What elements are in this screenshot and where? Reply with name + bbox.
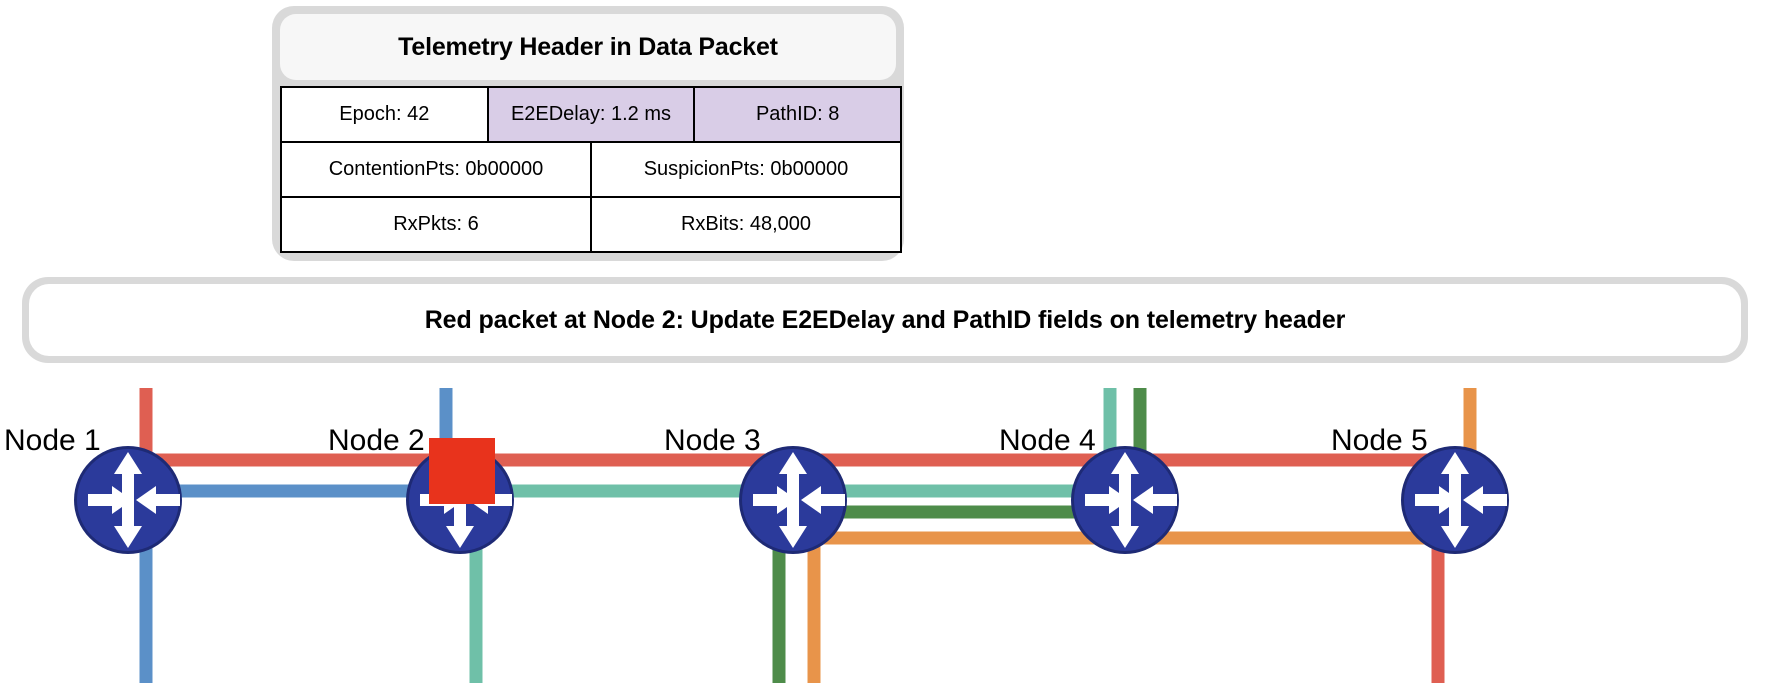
- table-row: RxPkts: 6 RxBits: 48,000: [280, 196, 903, 253]
- instruction-banner: Red packet at Node 2: Update E2EDelay an…: [22, 277, 1748, 363]
- node-3-label: Node 3: [664, 424, 761, 457]
- table-row: ContentionPts: 0b00000 SuspicionPts: 0b0…: [280, 141, 903, 198]
- node-1[interactable]: [74, 446, 182, 554]
- node-4-label: Node 4: [999, 424, 1096, 457]
- arrow-left-icon: [136, 486, 180, 514]
- table-row: Epoch: 42 E2EDelay: 1.2 ms PathID: 8: [280, 86, 902, 143]
- node-labels-group: Node 1 Node 2 Node 3 Node 4 Node 5: [4, 424, 1428, 457]
- arrow-updown-icon: [1441, 452, 1469, 548]
- instruction-text: Red packet at Node 2: Update E2EDelay an…: [424, 305, 1346, 334]
- instruction-banner-inner: Red packet at Node 2: Update E2EDelay an…: [29, 284, 1741, 356]
- cell-contention-pts: ContentionPts: 0b00000: [280, 141, 592, 198]
- page-title: Telemetry Header in Data Packet: [398, 32, 778, 61]
- arrow-updown-icon: [1111, 452, 1139, 548]
- cell-suspicion-pts: SuspicionPts: 0b00000: [589, 141, 903, 198]
- arrow-left-icon: [801, 486, 845, 514]
- telemetry-header-table: Epoch: 42 E2EDelay: 1.2 ms PathID: 8 Con…: [280, 86, 903, 253]
- node-3[interactable]: [739, 446, 847, 554]
- network-topology-diagram: Node 1 Node 2 Node 3 Node 4 Node 5: [0, 388, 1770, 683]
- arrow-left-icon: [1133, 486, 1177, 514]
- cell-rx-pkts: RxPkts: 6: [280, 196, 592, 253]
- arrow-updown-icon: [779, 452, 807, 548]
- telemetry-header-card: Telemetry Header in Data Packet Epoch: 4…: [272, 6, 904, 261]
- node-5[interactable]: [1401, 446, 1509, 554]
- cell-pathid: PathID: 8: [693, 86, 902, 143]
- node-5-label: Node 5: [1331, 424, 1428, 457]
- cell-e2edelay: E2EDelay: 1.2 ms: [486, 86, 696, 143]
- arrow-updown-icon: [114, 452, 142, 548]
- telemetry-card-title-bar: Telemetry Header in Data Packet: [280, 14, 896, 80]
- cell-epoch: Epoch: 42: [280, 86, 489, 143]
- node-1-label: Node 1: [4, 424, 101, 457]
- red-packet-marker[interactable]: [429, 438, 495, 504]
- cell-rx-bits: RxBits: 48,000: [589, 196, 903, 253]
- arrow-left-icon: [1463, 486, 1507, 514]
- node-4[interactable]: [1071, 446, 1179, 554]
- node-2-label: Node 2: [328, 424, 425, 457]
